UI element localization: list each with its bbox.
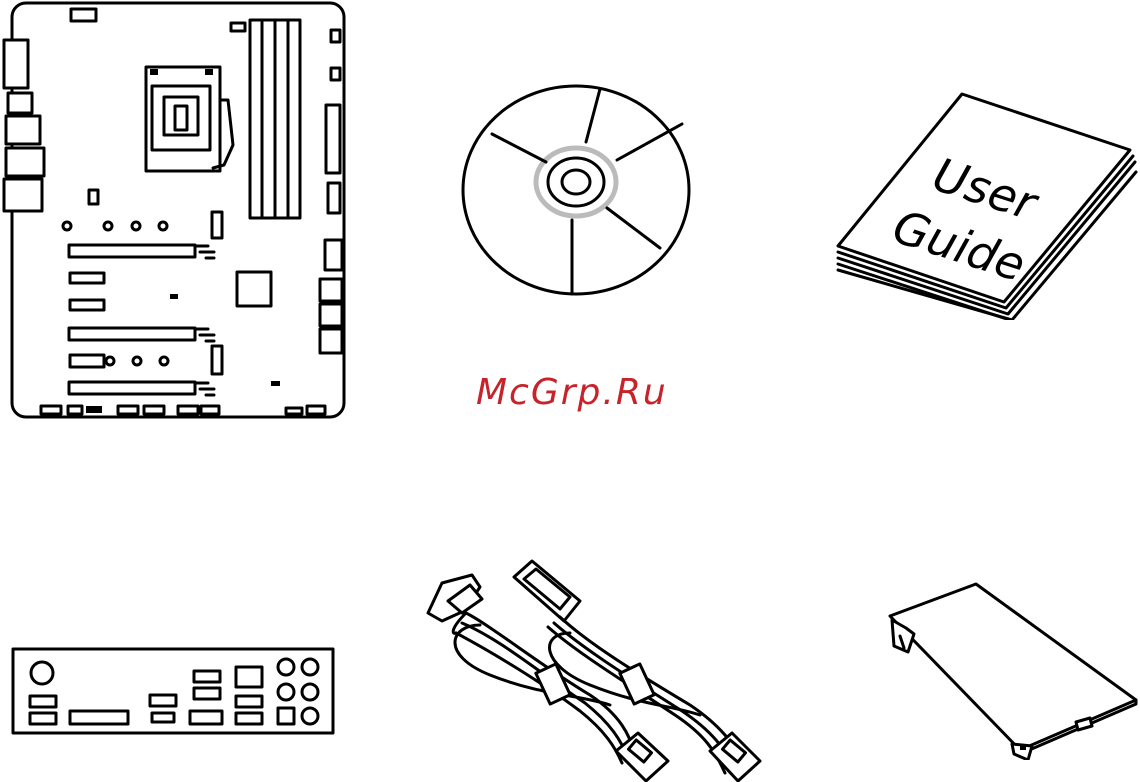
io-shield-illustration xyxy=(10,645,336,737)
motherboard-illustration xyxy=(0,0,350,425)
watermark: McGrp.Ru xyxy=(476,372,668,413)
disc-icon xyxy=(460,84,700,300)
sata-cable-icon xyxy=(420,555,765,782)
m2-cover-illustration xyxy=(880,578,1140,760)
motherboard-icon xyxy=(0,0,350,425)
user-guide-illustration: User Guide xyxy=(830,88,1140,320)
io-shield-icon xyxy=(10,645,336,737)
m2-cover-icon xyxy=(880,578,1140,760)
booklet-icon: User Guide xyxy=(830,88,1140,320)
driver-disc-illustration xyxy=(460,84,700,300)
sata-cables-illustration xyxy=(420,555,765,782)
